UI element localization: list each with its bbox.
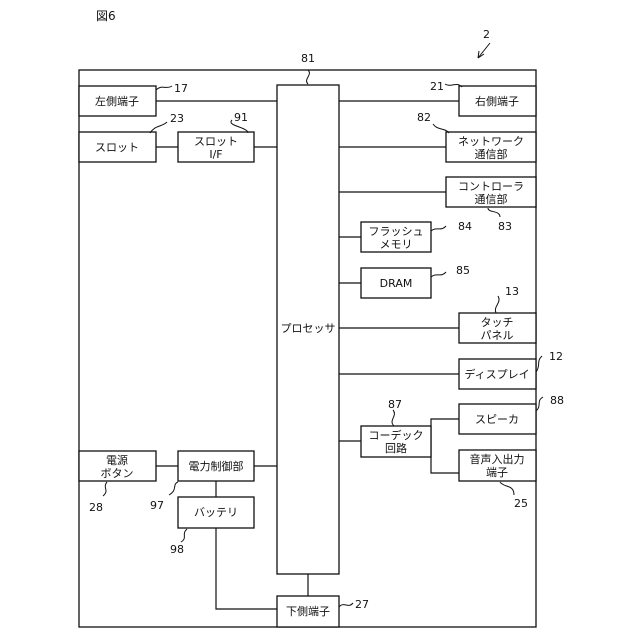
touch-panel-label-line1: タッチ [481, 316, 514, 329]
leader-28 [103, 482, 107, 496]
wire-codec-audio [431, 441, 459, 473]
power-control-label: 電力制御部 [189, 459, 244, 473]
ref-numeral-slot: 23 [170, 112, 184, 125]
leader-12 [536, 356, 542, 372]
bottom-terminal-label: 下側端子 [286, 605, 330, 618]
ref-numeral-bottom-terminal: 27 [355, 598, 369, 611]
leader-17 [156, 86, 172, 90]
audio-io-terminal-label-line2: 端子 [486, 466, 508, 479]
ref-numeral-slot-interface: 91 [234, 111, 248, 124]
wire-codec-speaker [431, 419, 459, 441]
ref-numeral-touch-panel: 13 [505, 285, 519, 298]
network-comm-label-line2: 通信部 [475, 147, 508, 161]
controller-comm-label-line2: 通信部 [475, 192, 508, 206]
leader-85 [431, 272, 446, 277]
leader-83 [488, 208, 500, 217]
controller-comm-label-line1: コントローラ [458, 180, 524, 193]
ref-numeral-audio-io: 25 [514, 497, 528, 510]
flash-memory-label-line1: フラッシュ [369, 225, 424, 238]
ref-numeral-codec: 87 [388, 398, 402, 411]
display-label: ディスプレイ [464, 367, 529, 381]
leader-13 [495, 296, 499, 313]
dram-label: DRAM [380, 277, 413, 290]
codec-circuit-label-line2: 回路 [385, 442, 407, 455]
speaker-label: スピーカ [475, 413, 519, 426]
power-button-label-line1: 電源 [106, 453, 128, 467]
ref-numeral-dram: 85 [456, 264, 470, 277]
touch-panel-label-line2: パネル [481, 329, 514, 342]
ref-numeral-flash: 84 [458, 220, 472, 233]
ref-numeral-processor: 81 [301, 52, 315, 65]
ref-numeral-battery: 98 [170, 543, 184, 556]
ref-numeral-left-terminal: 17 [174, 82, 188, 95]
ref-numeral-power-control: 97 [150, 499, 164, 512]
ref-numeral-right-terminal: 21 [430, 80, 444, 93]
leader-88 [536, 397, 543, 411]
leader-98 [181, 529, 187, 542]
leader-27 [339, 603, 353, 607]
network-comm-label-line1: ネットワーク [458, 135, 524, 148]
leader-84 [431, 226, 446, 231]
slot-label: スロット [95, 141, 139, 154]
leader-25 [500, 482, 514, 495]
leader-87 [392, 410, 394, 426]
flash-memory-label-line2: メモリ [380, 238, 413, 251]
wire-battery-bottom-terminal [216, 528, 277, 609]
left-terminal-label: 左側端子 [95, 95, 139, 108]
device-ref-arrow [478, 43, 490, 58]
leader-81 [307, 70, 310, 84]
audio-io-terminal-label-line1: 音声入出力 [470, 452, 525, 466]
battery-label: バッテリ [194, 506, 238, 519]
right-terminal-label: 右側端子 [475, 94, 519, 108]
slot-interface-label-line2: I/F [209, 148, 222, 161]
ref-numeral-power-button: 28 [89, 501, 103, 514]
slot-interface-label-line1: スロット [194, 135, 238, 148]
ref-numeral-network: 82 [417, 111, 431, 124]
ref-numeral-controller: 83 [498, 220, 512, 233]
processor-label: プロセッサ [281, 322, 336, 335]
ref-numeral-display: 12 [549, 350, 563, 363]
power-button-label-line2: ボタン [101, 467, 134, 480]
leader-97 [169, 482, 178, 495]
device-ref-numeral: 2 [483, 28, 490, 41]
ref-numeral-speaker: 88 [550, 394, 564, 407]
codec-circuit-label-line1: コーデック [369, 428, 424, 442]
figure-label: 図6 [96, 9, 116, 23]
